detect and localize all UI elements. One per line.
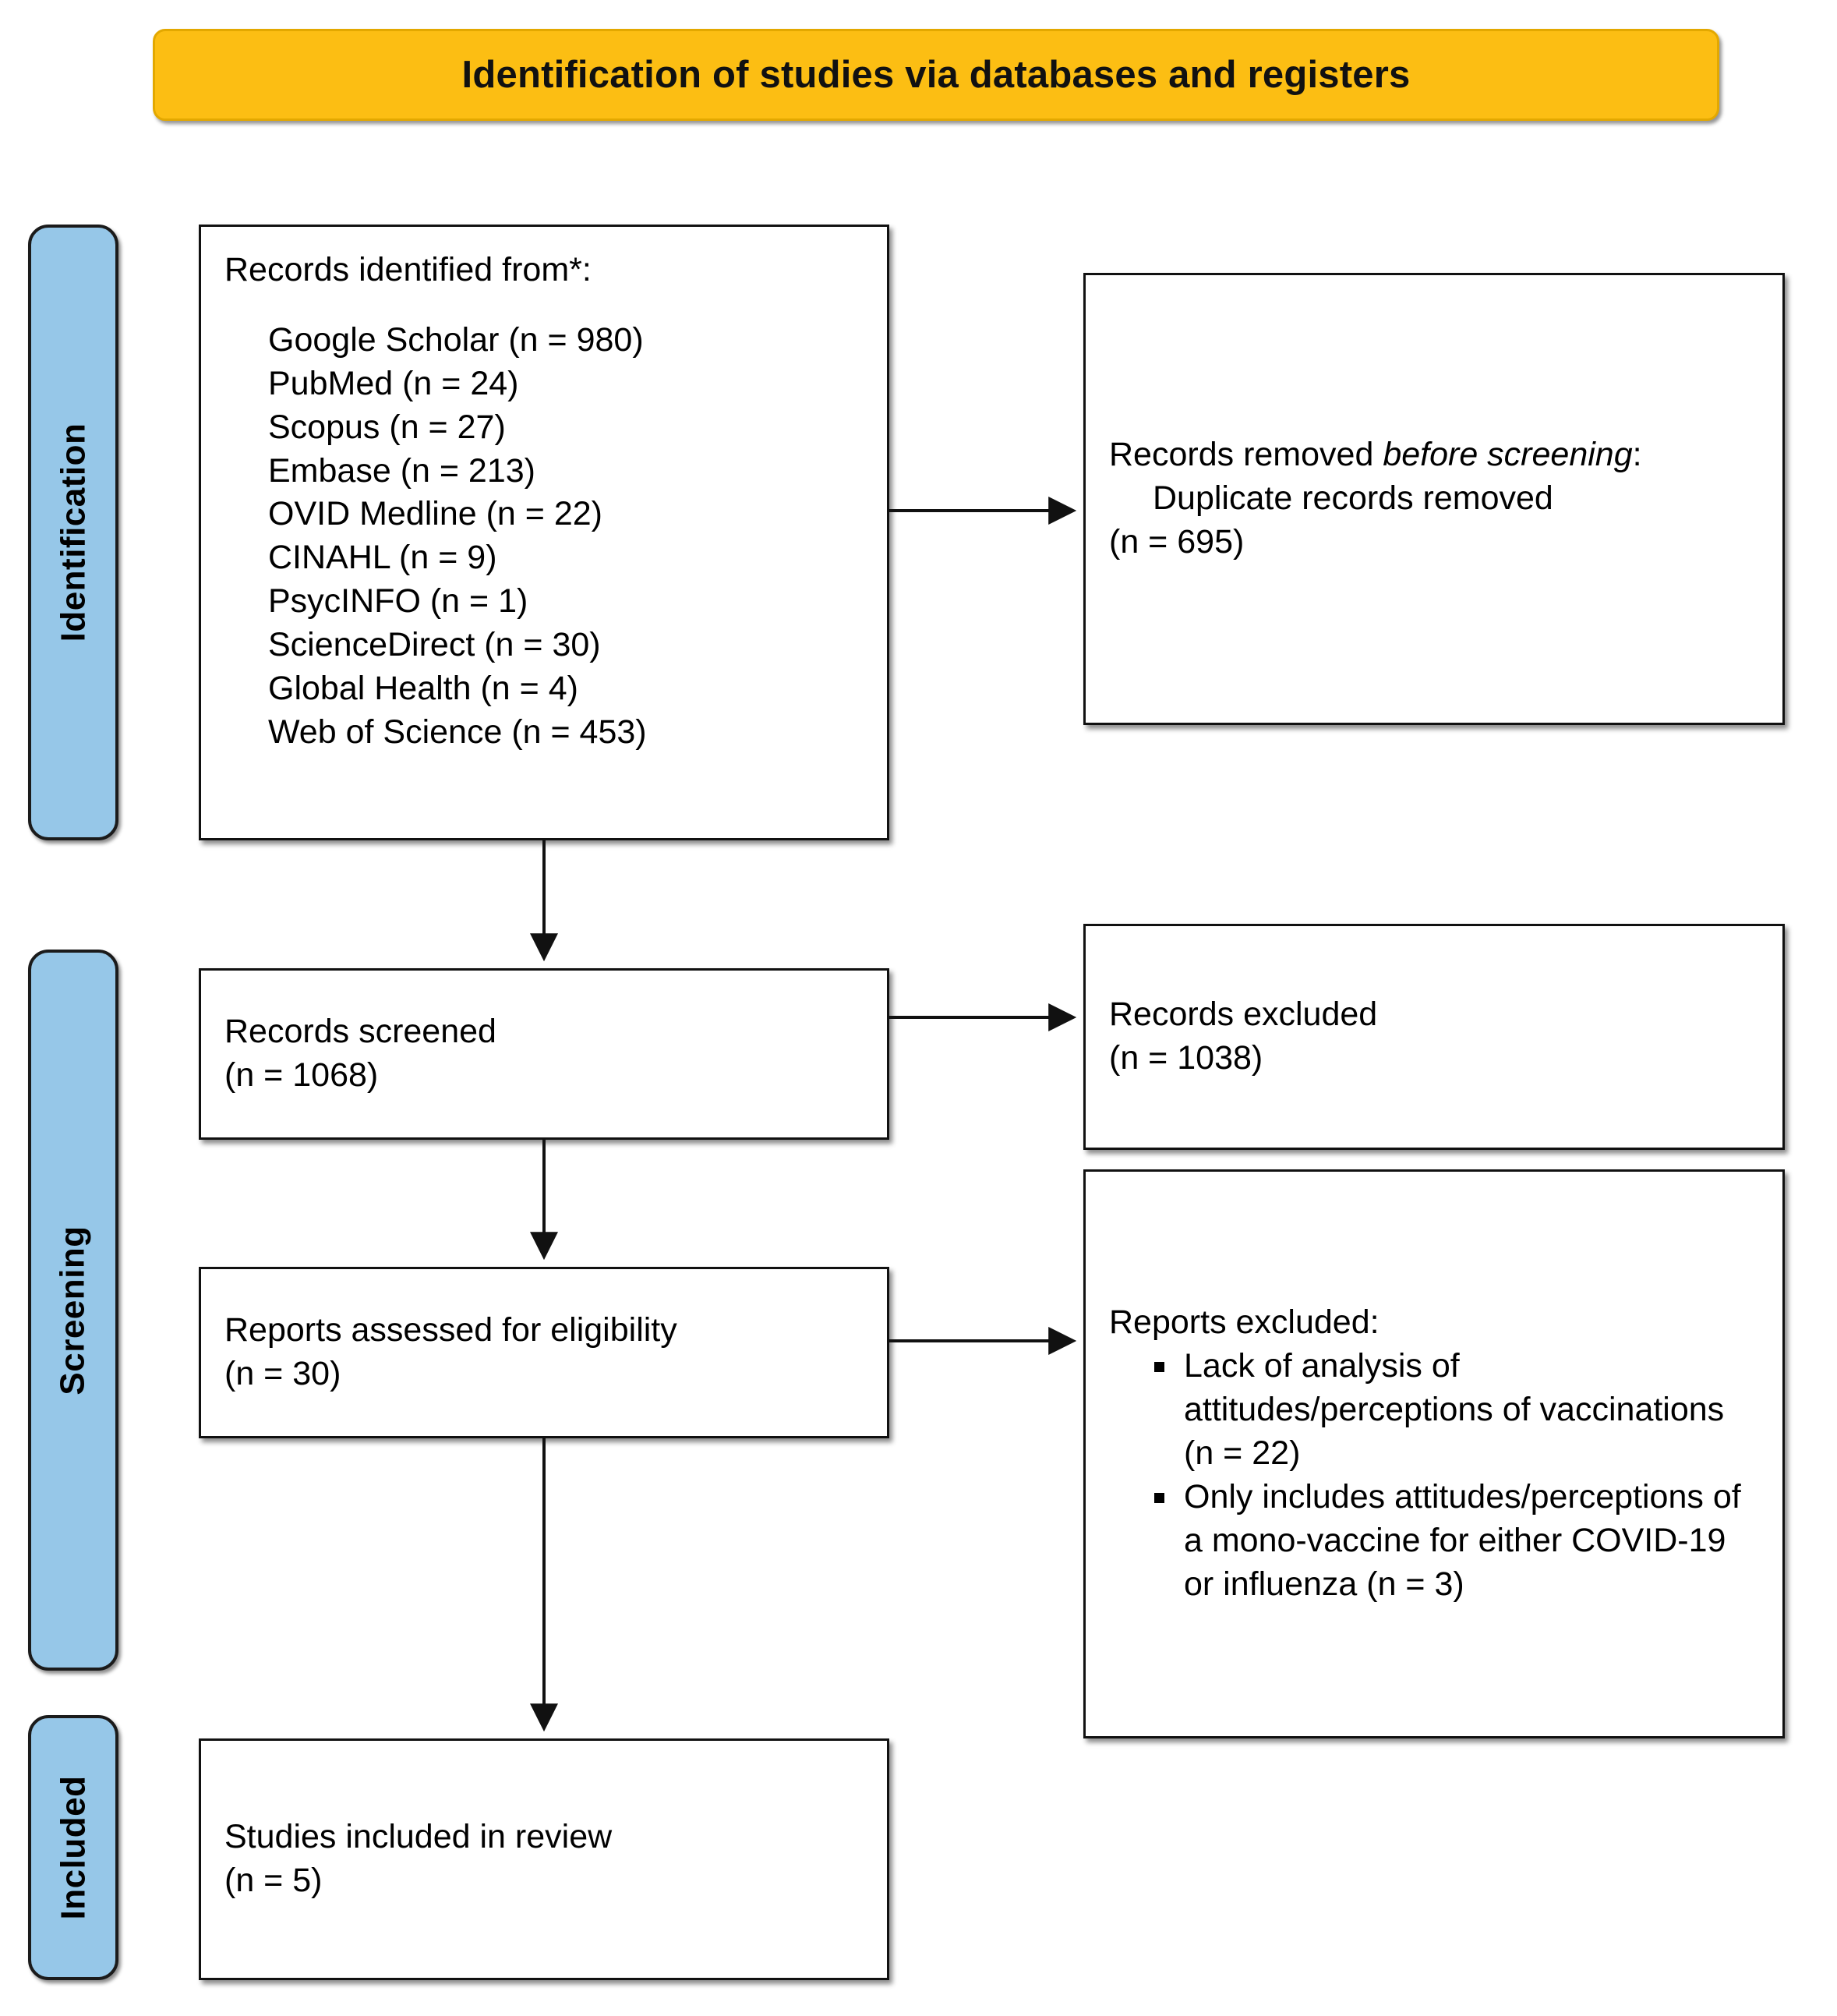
- records-screened-count: (n = 1068): [224, 1056, 379, 1094]
- box-records-removed-before-screening: Records removed before screening: Duplic…: [1083, 273, 1785, 725]
- spacer: [224, 292, 864, 319]
- page-title: Identification of studies via databases …: [461, 54, 1411, 96]
- source-global-health: Global Health (n = 4): [268, 670, 578, 708]
- records-excluded-count: (n = 1038): [1109, 1039, 1263, 1077]
- list-item: Lack of analysis of attitudes/perception…: [1150, 1345, 1759, 1476]
- diagram-header-banner: Identification of studies via databases …: [153, 29, 1719, 121]
- source-cinahl: CINAHL (n = 9): [268, 539, 497, 577]
- box-reports-assessed-for-eligibility: Reports assessed for eligibility (n = 30…: [199, 1267, 889, 1438]
- duplicate-records-removed-label: Duplicate records removed: [1153, 479, 1553, 518]
- list-item: Only includes attitudes/perceptions of a…: [1150, 1476, 1759, 1607]
- records-removed-heading-post: :: [1632, 436, 1642, 474]
- stage-tab-included: Included: [28, 1715, 118, 1980]
- studies-included-count: (n = 5): [224, 1862, 323, 1899]
- reports-excluded-heading: Reports excluded:: [1109, 1303, 1380, 1342]
- studies-included-label: Studies included in review: [224, 1818, 613, 1856]
- box-studies-included-in-review: Studies included in review (n = 5): [199, 1738, 889, 1980]
- reports-eligibility-label: Reports assessed for eligibility: [224, 1311, 677, 1349]
- records-excluded-label: Records excluded: [1109, 996, 1378, 1034]
- records-removed-heading-italic: before screening: [1383, 436, 1633, 474]
- box-reports-excluded: Reports excluded: Lack of analysis of at…: [1083, 1169, 1785, 1738]
- box-records-screened: Records screened (n = 1068): [199, 968, 889, 1140]
- source-ovid-medline: OVID Medline (n = 22): [268, 495, 602, 533]
- stage-label-identification: Identification: [54, 423, 92, 642]
- box-records-identified: Records identified from*: Google Scholar…: [199, 225, 889, 840]
- source-web-of-science: Web of Science (n = 453): [268, 713, 647, 751]
- source-pubmed: PubMed (n = 24): [268, 364, 519, 402]
- reports-eligibility-count: (n = 30): [224, 1355, 341, 1392]
- stage-label-screening: Screening: [54, 1225, 92, 1395]
- source-psycinfo: PsycINFO (n = 1): [268, 582, 528, 621]
- records-screened-label: Records screened: [224, 1013, 496, 1051]
- stage-tab-screening: Screening: [28, 950, 118, 1671]
- source-scopus: Scopus (n = 27): [268, 408, 506, 446]
- records-removed-heading: Records removed before screening:: [1109, 433, 1759, 477]
- duplicate-records-removed-count: (n = 695): [1109, 522, 1245, 561]
- stage-tab-identification: Identification: [28, 225, 118, 840]
- box-records-excluded: Records excluded (n = 1038): [1083, 924, 1785, 1150]
- source-sciencedirect: ScienceDirect (n = 30): [268, 626, 601, 664]
- records-removed-heading-pre: Records removed: [1109, 436, 1383, 474]
- reports-excluded-reason-list: Lack of analysis of attitudes/perception…: [1109, 1345, 1759, 1606]
- stage-label-included: Included: [54, 1775, 92, 1920]
- source-google-scholar: Google Scholar (n = 980): [268, 320, 644, 359]
- records-identified-heading: Records identified from*:: [224, 251, 592, 288]
- source-embase: Embase (n = 213): [268, 451, 535, 490]
